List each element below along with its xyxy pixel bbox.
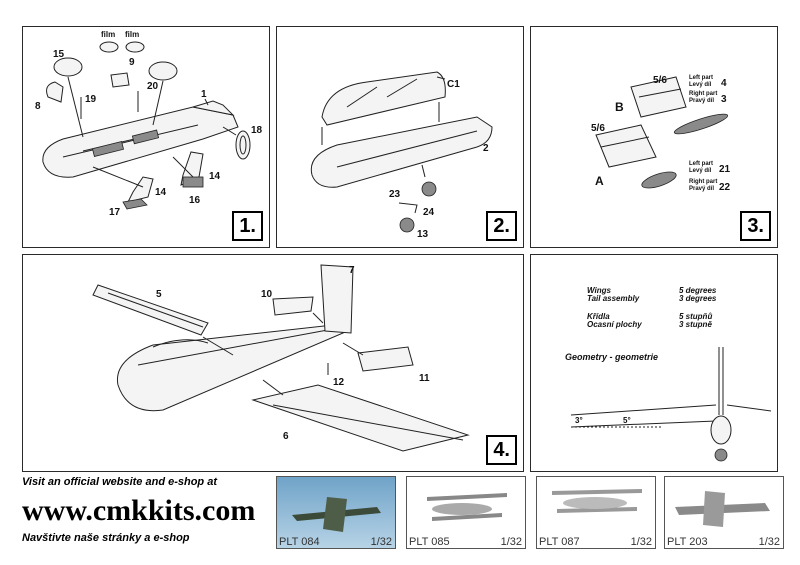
- product-scale: 1/32: [630, 536, 652, 548]
- panel-step-3: B A 5/6 5/6 Left part Levý díl 4 Right p…: [530, 26, 778, 248]
- step-number: 1.: [232, 211, 263, 241]
- geo-title: Geometry - geometrie: [565, 352, 658, 362]
- label-11: 11: [419, 373, 430, 384]
- label-5: 5: [156, 289, 162, 300]
- geo-kridla: Křídla: [587, 312, 610, 321]
- product-scale: 1/32: [500, 536, 522, 548]
- panel-step-2: C1 2 23 24 13 2.: [276, 26, 524, 248]
- left-part-a-cz: Levý díl: [689, 168, 712, 174]
- label-3: 3: [721, 94, 727, 105]
- deg-5: 5°: [623, 416, 631, 425]
- step-number: 3.: [740, 211, 771, 241]
- label-7: 7: [349, 265, 355, 276]
- product-thumb-3[interactable]: PLT 087 1/32: [536, 476, 656, 549]
- label-8: 8: [35, 101, 41, 112]
- left-part-a-en: Left part: [689, 161, 713, 167]
- step-number: 2.: [486, 211, 517, 241]
- fuselage-interior-drawing: 15 film film 9 8 19 20 1 18 14 16 14 17: [35, 30, 263, 218]
- panel-geometry: Wings 5 degrees Tail assembly 3 degrees …: [530, 254, 778, 472]
- label-20: 20: [147, 81, 159, 92]
- label-6: 6: [283, 431, 289, 442]
- visit-text: Visit an official website and e-shop at: [22, 476, 217, 488]
- final-assembly-drawing: 5 7 10 12 11 6: [92, 264, 470, 452]
- label-film-a: film: [101, 30, 115, 39]
- product-thumb-1[interactable]: PLT 084 1/32: [276, 476, 396, 549]
- label-5-6-b: 5/6: [591, 123, 605, 134]
- label-9: 9: [129, 57, 135, 68]
- panel-step-1: 15 film film 9 8 19 20 1 18 14 16 14 17 …: [22, 26, 270, 248]
- panel-step-4: 5 7 10 12 11 6 4.: [22, 254, 524, 472]
- label-17: 17: [109, 207, 121, 218]
- label-21: 21: [719, 164, 731, 175]
- label-18: 18: [251, 125, 263, 136]
- product-code: PLT 085: [409, 536, 450, 548]
- label-14a: 14: [209, 171, 221, 182]
- right-part-b-en: Right part: [689, 91, 717, 97]
- label-2: 2: [483, 143, 489, 154]
- deg-3: 3°: [575, 416, 583, 425]
- geo-ocasni: Ocasní plochy: [587, 320, 642, 329]
- label-24: 24: [423, 207, 435, 218]
- airplane-icon: [292, 497, 381, 532]
- product-thumb-4[interactable]: PLT 203 1/32: [664, 476, 784, 549]
- label-13: 13: [417, 229, 429, 240]
- biplane-icon: [427, 493, 507, 521]
- label-4: 4: [721, 78, 727, 89]
- label-b: B: [615, 100, 624, 114]
- product-code: PLT 087: [539, 536, 580, 548]
- canopy-gear-drawing: C1 2 23 24 13: [310, 71, 493, 240]
- label-22: 22: [719, 182, 731, 193]
- step-number: 4.: [486, 435, 517, 465]
- label-12: 12: [333, 377, 345, 388]
- label-5-6-a: 5/6: [653, 75, 667, 86]
- label-10: 10: [261, 289, 273, 300]
- product-code: PLT 084: [279, 536, 320, 548]
- product-scale: 1/32: [370, 536, 392, 548]
- geometry-drawing: Wings 5 degrees Tail assembly 3 degrees …: [565, 286, 772, 462]
- label-1: 1: [201, 89, 207, 100]
- right-part-a-cz: Pravý díl: [689, 186, 714, 192]
- website-url[interactable]: www.cmkkits.com: [22, 494, 256, 527]
- geo-kridla-val: 5 stupňů: [679, 312, 712, 321]
- label-film-b: film: [125, 30, 139, 39]
- airplane-icon: [675, 491, 770, 527]
- geo-wings: Wings: [587, 286, 611, 295]
- left-part-b-cz: Levý díl: [689, 82, 712, 88]
- biplane-icon: [552, 489, 642, 513]
- geo-tail-val: 3 degrees: [679, 294, 717, 303]
- right-part-b-cz: Pravý díl: [689, 98, 714, 104]
- label-15: 15: [53, 49, 65, 60]
- wing-parts-drawing: B A 5/6 5/6 Left part Levý díl 4 Right p…: [591, 75, 731, 193]
- product-code: PLT 203: [667, 536, 708, 548]
- product-thumb-2[interactable]: PLT 085 1/32: [406, 476, 526, 549]
- right-part-a-en: Right part: [689, 179, 717, 185]
- label-14b: 14: [155, 187, 167, 198]
- product-scale: 1/32: [758, 536, 780, 548]
- geo-tail: Tail assembly: [587, 294, 640, 303]
- left-part-b-en: Left part: [689, 75, 713, 81]
- label-19: 19: [85, 94, 97, 105]
- label-a: A: [595, 174, 604, 188]
- label-16: 16: [189, 195, 201, 206]
- label-c1: C1: [447, 79, 460, 90]
- geo-wings-val: 5 degrees: [679, 286, 717, 295]
- geo-ocasni-val: 3 stupně: [679, 320, 712, 329]
- visit-text-cz: Navštivte naše stránky a e-shop: [22, 532, 190, 544]
- label-23: 23: [389, 189, 401, 200]
